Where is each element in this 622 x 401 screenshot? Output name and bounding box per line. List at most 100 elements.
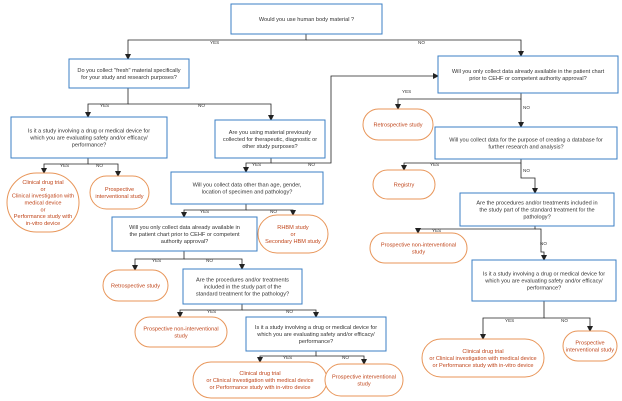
o-prospective3-text-line: Prospective bbox=[575, 341, 604, 347]
question-border bbox=[68, 58, 190, 89]
q-chart2-text-line: prior to CEHF or competent authority app… bbox=[469, 76, 587, 82]
edge-chart1-no bbox=[184, 258, 245, 270]
q-fresh-question-box: Do you collect "fresh" material specific… bbox=[68, 58, 190, 89]
branch-label-drug1-no: NO bbox=[96, 163, 103, 168]
branch-label-prev-no: NO bbox=[308, 162, 315, 167]
q-drug2-text-line: performance? bbox=[299, 339, 334, 345]
branch-label-chart1-yes: YES bbox=[152, 258, 161, 263]
o-retro2-outcome-box: Retrospective study bbox=[362, 108, 434, 141]
q-drug3-question-box: Is it a study involving a drug or medica… bbox=[471, 259, 617, 302]
edge-prev-no bbox=[271, 73, 439, 164]
edge-root-yes bbox=[125, 34, 307, 60]
branch-label-database-no: NO bbox=[523, 168, 530, 173]
q-drug3-text-line: performance? bbox=[527, 285, 562, 291]
o-registry-text-line: Registry bbox=[394, 183, 415, 189]
q-drug3-text-line: which you are evaluating safety and/or e… bbox=[484, 279, 603, 285]
q-database-text-line: further research and analysis? bbox=[488, 144, 563, 150]
edge-prev-yes bbox=[243, 158, 272, 173]
q-other-text-line: location of specimen and pathology? bbox=[202, 189, 293, 195]
o-nonint2-text-line: study bbox=[412, 249, 426, 255]
q-database-question-box: Will you collect data for the purpose of… bbox=[434, 126, 618, 160]
outcome-border bbox=[421, 338, 545, 378]
o-nonint1-text-line: Prospective non-interventional bbox=[143, 327, 218, 333]
question-border bbox=[437, 55, 619, 94]
branch-label-root-no: NO bbox=[418, 40, 425, 45]
q-prev-question-box: Are you using material previouslycollect… bbox=[214, 119, 326, 159]
q-drug3-text-line: Is it a study involving a drug or medica… bbox=[483, 272, 605, 278]
outcome-border bbox=[562, 330, 618, 362]
branch-label-chart2-no: NO bbox=[523, 105, 530, 110]
o-rhesm-text-line: Secondary HBM study bbox=[265, 239, 321, 245]
q-proc1-text-line: standard treatment for the pathology? bbox=[196, 291, 289, 297]
branch-label-proc2-yes: YES bbox=[432, 228, 441, 233]
q-drug1-question-box: Is it a study involving a drug or medica… bbox=[10, 116, 168, 159]
outcome-border bbox=[89, 175, 150, 210]
question-border bbox=[434, 126, 618, 160]
o-clinical1-text-line: Clinical drug trial bbox=[22, 180, 63, 186]
outcome-border bbox=[134, 316, 228, 348]
q-prev-text-line: other study purposes? bbox=[242, 144, 297, 150]
o-prospective3-text-line: interventional study bbox=[566, 347, 614, 353]
branch-label-proc1-yes: YES bbox=[207, 309, 216, 314]
q-drug2-text-line: which you are evaluating safety and/or e… bbox=[256, 332, 375, 338]
edge-fresh-yes bbox=[85, 88, 129, 118]
branch-label-proc2-no: NO bbox=[540, 241, 547, 246]
edge-drug1-yes bbox=[41, 158, 89, 174]
outcome-border bbox=[324, 363, 404, 397]
question-border bbox=[230, 3, 383, 35]
edge-proc2-yes bbox=[415, 226, 536, 234]
q-proc2-text-line: the study part of the standard treatment… bbox=[479, 208, 594, 214]
edge-drug1-no bbox=[88, 163, 121, 177]
edge-drug2-yes bbox=[257, 351, 317, 363]
o-clinical3-text-line: or Performance study with in-vitro devic… bbox=[432, 363, 533, 369]
branch-label-other-yes: YES bbox=[200, 209, 209, 214]
o-clinical1-text-line: or bbox=[41, 207, 46, 213]
o-clinical1-text-line: in-vitro device bbox=[26, 221, 61, 227]
edge-drug2-no bbox=[316, 355, 367, 365]
q-prev-text-line: collected for therapeutic, diagnostic or bbox=[223, 137, 317, 143]
o-retro1-outcome-box: Retrospective study bbox=[102, 269, 169, 302]
o-clinical1-text-line: or bbox=[41, 187, 46, 193]
edge-chart1-yes bbox=[132, 251, 185, 271]
branch-label-chart1-no: NO bbox=[206, 258, 213, 263]
o-clinical2-text-line: Clinical drug trial bbox=[239, 371, 280, 377]
outcome-border bbox=[257, 214, 329, 254]
o-prospective1-text-line: interventional study bbox=[95, 194, 143, 200]
o-nonint1-text-line: study bbox=[174, 333, 188, 339]
branch-label-drug2-yes: YES bbox=[283, 355, 292, 360]
q-drug2-text-line: Is it a study involving a drug or medica… bbox=[255, 325, 377, 331]
branch-label-chart2-yes: YES bbox=[402, 89, 411, 94]
q-proc1-question-box: Are the procedures and/or treatmentsincl… bbox=[182, 268, 303, 305]
connector-lines bbox=[41, 34, 593, 365]
flowchart-nodes: Would you use human body material ? Do yo… bbox=[6, 3, 619, 399]
edge-other-no bbox=[246, 209, 296, 216]
branch-label-drug3-yes: YES bbox=[505, 318, 514, 323]
outcome-border bbox=[362, 108, 434, 141]
q-fresh-text-line: Do you collect "fresh" material specific… bbox=[77, 68, 180, 74]
o-prospective2-text-line: study bbox=[357, 381, 371, 387]
edge-root-no bbox=[306, 39, 524, 57]
o-nonint2-text-line: Prospective non-interventional bbox=[381, 243, 456, 249]
edge-other-yes bbox=[181, 204, 247, 218]
q-chart2-question-box: Will you only collect data already avail… bbox=[437, 55, 619, 94]
o-clinical1-text-line: Clinical investigation with bbox=[12, 194, 74, 200]
q-prev-text-line: Are you using material previously bbox=[229, 130, 312, 136]
branch-label-drug3-no: NO bbox=[561, 318, 568, 323]
o-clinical3-text-line: or Clinical investigation with medical d… bbox=[429, 356, 536, 362]
q-root-text-line: Would you use human body material ? bbox=[259, 17, 354, 23]
o-clinical3-text-line: Clinical drug trial bbox=[462, 349, 503, 355]
outcome-border bbox=[372, 169, 436, 200]
q-proc1-text-line: included in the study part of the bbox=[204, 285, 282, 291]
question-border bbox=[10, 116, 168, 159]
branch-label-proc1-no: NO bbox=[286, 309, 293, 314]
question-border bbox=[170, 171, 324, 205]
